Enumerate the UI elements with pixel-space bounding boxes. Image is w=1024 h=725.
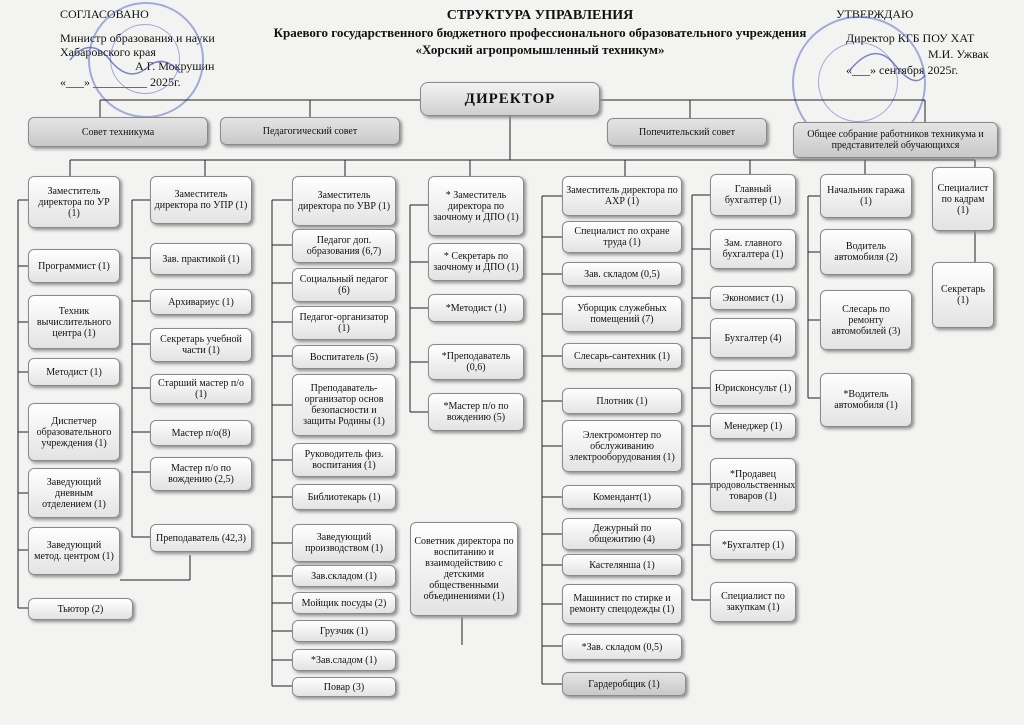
storekeeper-ahr-box[interactable]: Зав. складом (0,5)	[562, 262, 682, 286]
commandant-box[interactable]: Комендант(1)	[562, 485, 682, 509]
teacher-obzr-box[interactable]: Преподаватель-организатор основ безопасн…	[292, 374, 396, 436]
programmer-box[interactable]: Программист (1)	[28, 249, 120, 283]
dep-ahr-box[interactable]: Заместитель директора по АХР (1)	[562, 176, 682, 216]
doc-subtitle: Краевого государственного бюджетного про…	[273, 25, 807, 40]
director-box[interactable]: ДИРЕКТОР	[420, 82, 600, 116]
economist-box[interactable]: Экономист (1)	[710, 286, 796, 310]
council-ped-box[interactable]: Педагогический совет	[220, 117, 400, 145]
methodist-extra-box[interactable]: *Методист (1)	[428, 294, 524, 322]
general-meeting-box[interactable]: Общее собрание работников техникума и пр…	[793, 122, 998, 158]
storekeeper-ahr2-box[interactable]: *Зав. складом (0,5)	[562, 634, 682, 660]
secretary-extramural-box[interactable]: * Секретарь по заочному и ДПО (1)	[428, 243, 524, 281]
cook-box[interactable]: Повар (3)	[292, 677, 396, 697]
archivist-box[interactable]: Архивариус (1)	[150, 289, 252, 315]
methodist-ur-box[interactable]: Методист (1)	[28, 358, 120, 386]
deputy-acc-box[interactable]: Зам. главного бухгалтера (1)	[710, 229, 796, 269]
driver-extra-box[interactable]: *Водитель автомобиля (1)	[820, 373, 912, 427]
ped-extra-box[interactable]: Педагог доп. образования (6,7)	[292, 229, 396, 263]
secretary-box[interactable]: Секретарь (1)	[932, 262, 994, 328]
head-practice-box[interactable]: Зав. практикой (1)	[150, 243, 252, 275]
council-tech-box[interactable]: Совет техникума	[28, 117, 208, 147]
dep-uvr-box[interactable]: Заместитель директора по УВР (1)	[292, 176, 396, 226]
procurement-box[interactable]: Специалист по закупкам (1)	[710, 582, 796, 622]
master-driving-box[interactable]: Мастер п/о по вождению (2,5)	[150, 457, 252, 491]
storekeeper2-box[interactable]: *Зав.сладом (1)	[292, 649, 396, 671]
dorm-duty-box[interactable]: Дежурный по общежитию (4)	[562, 518, 682, 550]
linen-keeper-box[interactable]: Кастелянша (1)	[562, 554, 682, 576]
dispatcher-box[interactable]: Диспетчер образовательного учреждения (1…	[28, 403, 120, 461]
electrician-box[interactable]: Электромонтер по обслуживанию электрообо…	[562, 420, 682, 472]
accountant-box[interactable]: Бухгалтер (4)	[710, 318, 796, 358]
confirm-name: М.И. Ужвак	[928, 47, 989, 61]
technician-box[interactable]: Техник вычислительного центра (1)	[28, 295, 120, 349]
safety-box[interactable]: Специалист по охране труда (1)	[562, 221, 682, 253]
mechanic-box[interactable]: Слесарь по ремонту автомобилей (3)	[820, 290, 912, 350]
head-method-box[interactable]: Заведующий метод. центром (1)	[28, 527, 120, 575]
accountant-extra-box[interactable]: *Бухгалтер (1)	[710, 530, 796, 560]
laundry-box[interactable]: Машинист по стирке и ремонту спецодежды …	[562, 584, 682, 624]
master-po-box[interactable]: Мастер п/о(8)	[150, 420, 252, 446]
loader-box[interactable]: Грузчик (1)	[292, 620, 396, 642]
seller-box[interactable]: *Продавец продовольственных товаров (1)	[710, 458, 796, 512]
master-extra-box[interactable]: *Мастер п/о по вождению (5)	[428, 393, 524, 431]
doc-institution: «Хорский агропромышленный техникум»	[415, 42, 665, 57]
social-ped-box[interactable]: Социальный педагог (6)	[292, 268, 396, 302]
head-day-box[interactable]: Заведующий дневным отделением (1)	[28, 468, 120, 518]
stamp-seal-right-inner	[818, 42, 898, 122]
librarian-box[interactable]: Библиотекарь (1)	[292, 484, 396, 510]
plumber-box[interactable]: Слесарь-сантехник (1)	[562, 343, 682, 369]
driver-box[interactable]: Водитель автомобиля (2)	[820, 229, 912, 275]
dep-ur-box[interactable]: Заместитель директора по УР (1)	[28, 176, 120, 228]
cleaner-box[interactable]: Уборщик служебных помещений (7)	[562, 296, 682, 332]
head-production-box[interactable]: Заведующий производством (1)	[292, 524, 396, 562]
tutor-box[interactable]: Тьютор (2)	[28, 598, 133, 620]
educator-box[interactable]: Воспитатель (5)	[292, 345, 396, 369]
ped-org-box[interactable]: Педагог-организатор (1)	[292, 306, 396, 340]
teacher-extra-box[interactable]: *Преподаватель (0,6)	[428, 344, 524, 380]
garage-head-box[interactable]: Начальник гаража (1)	[820, 174, 912, 218]
advisor-box[interactable]: Советник директора по воспитанию и взаим…	[410, 522, 518, 616]
carpenter-box[interactable]: Плотник (1)	[562, 388, 682, 414]
secretary-edu-box[interactable]: Секретарь учебной части (1)	[150, 328, 252, 362]
teacher-box[interactable]: Преподаватель (42,3)	[150, 524, 252, 552]
head-pe-box[interactable]: Руководитель физ. воспитания (1)	[292, 443, 396, 477]
dep-extramural-box[interactable]: * Заместитель директора по заочному и ДП…	[428, 176, 524, 236]
senior-master-box[interactable]: Старший мастер п/о (1)	[150, 374, 252, 404]
wardrobe-box[interactable]: Гардеробщик (1)	[562, 672, 686, 696]
dishwasher-box[interactable]: Мойщик посуды (2)	[292, 592, 396, 614]
lawyer-box[interactable]: Юрисконсульт (1)	[710, 370, 796, 406]
hr-box[interactable]: Специалист по кадрам (1)	[932, 167, 994, 231]
manager-box[interactable]: Менеджер (1)	[710, 413, 796, 439]
council-trust-box[interactable]: Попечительский совет	[607, 118, 767, 146]
dep-upr-box[interactable]: Заместитель директора по УПР (1)	[150, 176, 252, 224]
storekeeper1-box[interactable]: Зав.складом (1)	[292, 565, 396, 587]
chief-acc-box[interactable]: Главный бухгалтер (1)	[710, 174, 796, 216]
doc-title: СТРУКТУРА УПРАВЛЕНИЯ	[446, 8, 634, 23]
